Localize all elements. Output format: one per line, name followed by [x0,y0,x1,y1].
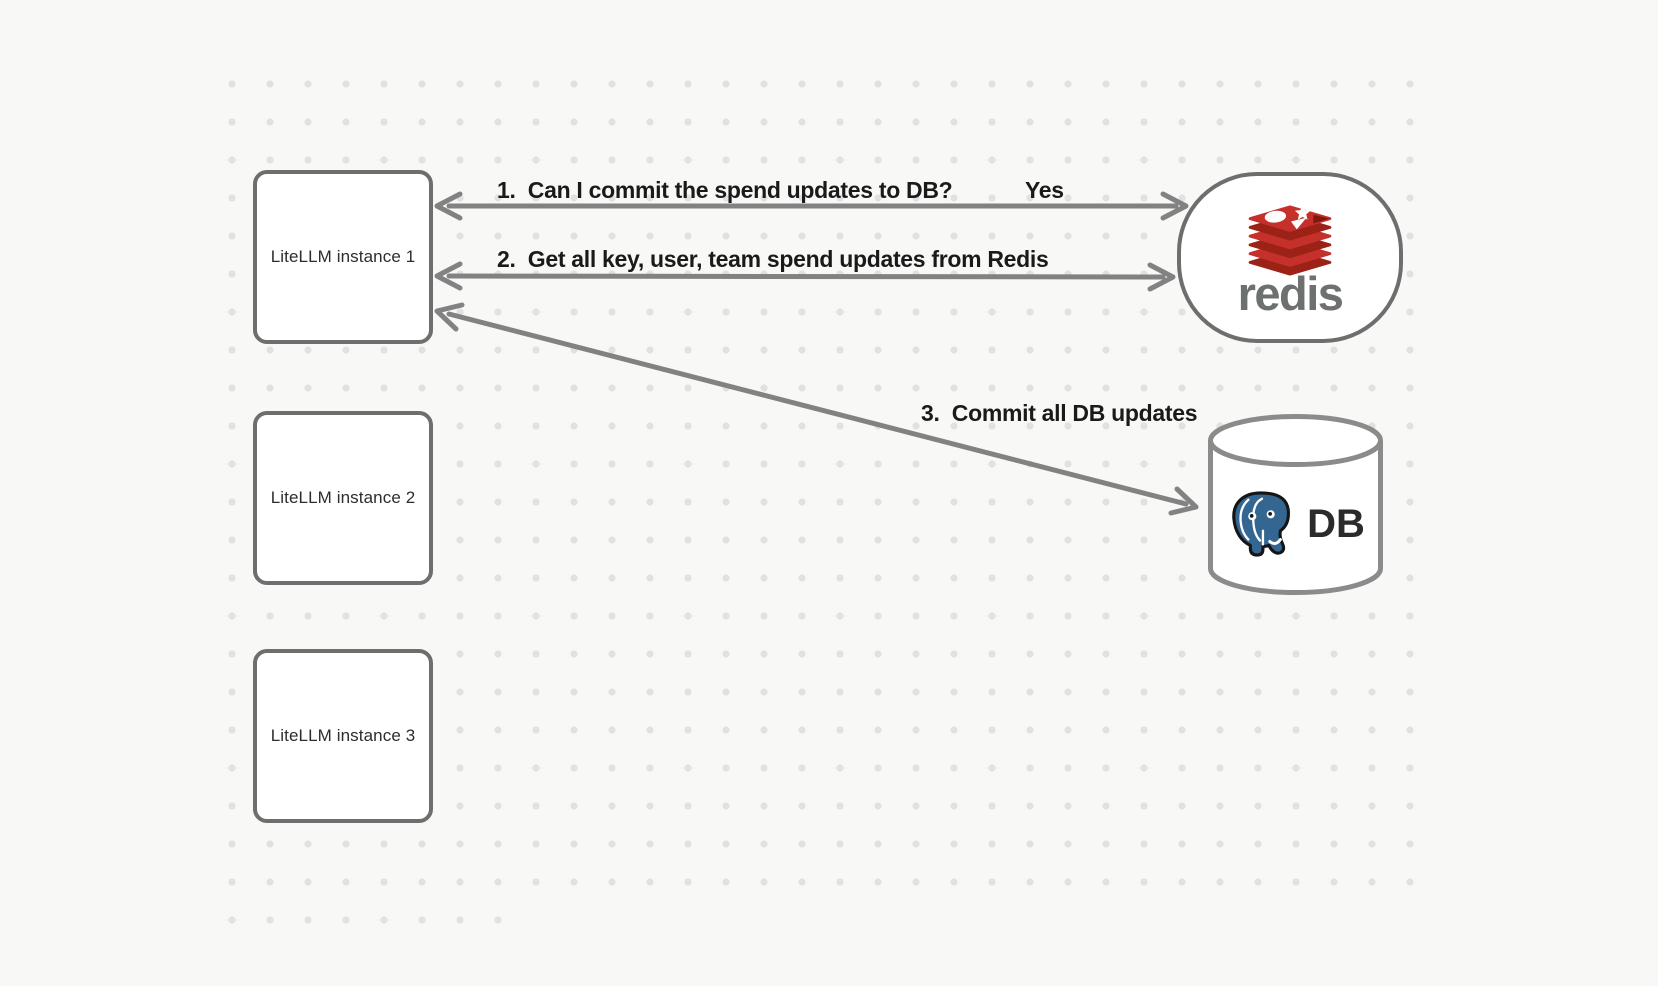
edge-label-1: 1. Can I commit the spend updates to DB? [497,177,953,203]
node-label: LiteLLM instance 3 [270,726,416,745]
edge-label-2: 2. Get all key, user, team spend updates… [497,246,1049,272]
redis-logo-icon [1248,204,1332,276]
node-label: LiteLLM instance 1 [270,247,416,266]
postgresql-icon [1232,491,1291,557]
node-db: DB [1208,414,1383,595]
redis-wordmark: redis [1237,266,1344,320]
node-litellm-instance-2: LiteLLM instance 2 [253,411,433,585]
db-content: DB [1218,476,1375,572]
dot-grid-partial-row [213,901,518,939]
edge-label-1-response: Yes [1025,177,1064,203]
bottom-white-strip [0,986,1658,1003]
node-redis: redis [1177,172,1403,343]
edge-label-3: 3. Commit all DB updates [921,400,1198,426]
node-label: LiteLLM instance 2 [270,488,416,507]
db-label: DB [1307,501,1365,546]
node-litellm-instance-1: LiteLLM instance 1 [253,170,433,344]
node-litellm-instance-3: LiteLLM instance 3 [253,649,433,823]
